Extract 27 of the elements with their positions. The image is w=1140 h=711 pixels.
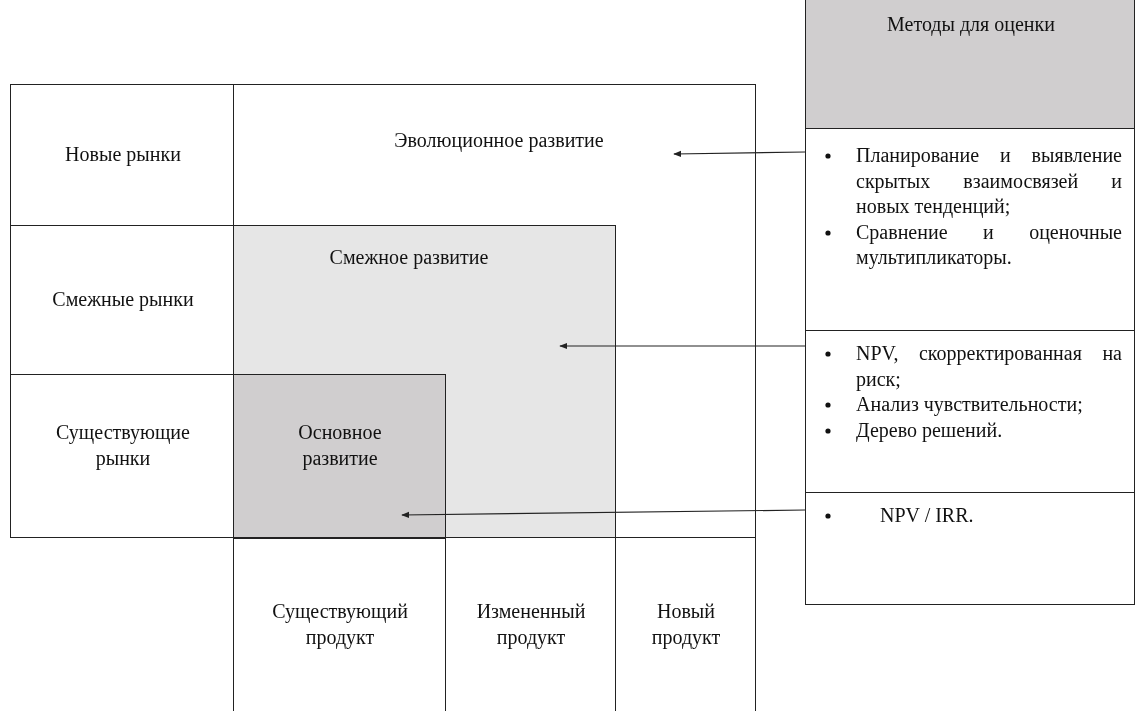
development-zone [233,225,616,538]
axis-label: Смежные рынки [51,287,195,312]
arrow [673,150,806,158]
method-item: Планирование и выявление скрытых взаимосвязей и новых тенденций; [814,143,1122,220]
axis-label: Новые рынки [64,142,182,167]
axis-label: Измененный продукт [475,599,587,650]
method-row [805,330,1135,493]
axis-label: Новый продукт [650,599,722,650]
method-item: Анализ чувствительности; [814,392,1122,418]
axis-label: Существующие рынки [55,420,191,471]
method-row [805,492,1135,605]
method-item: Сравнение и оценочные мультипликаторы. [814,219,1122,271]
arrow [559,342,806,350]
arrow [401,509,806,519]
zone-label: Основное развитие [297,420,383,471]
development-zone [233,374,446,539]
development-zone [233,84,756,538]
method-item: NPV, скорректированная на риск; [814,341,1122,393]
method-item: Дерево решений. [814,417,1122,444]
method-item: NPV / IRR. [814,503,1122,529]
zone-label: Смежное развитие [328,245,490,270]
zone-label: Эволюционное развитие [393,128,605,153]
header-text: Методы для оценки [886,12,1056,37]
method-row [805,128,1135,331]
axis-label: Существующий продукт [271,599,409,650]
axis-cell [233,537,446,711]
table-header [805,0,1135,129]
